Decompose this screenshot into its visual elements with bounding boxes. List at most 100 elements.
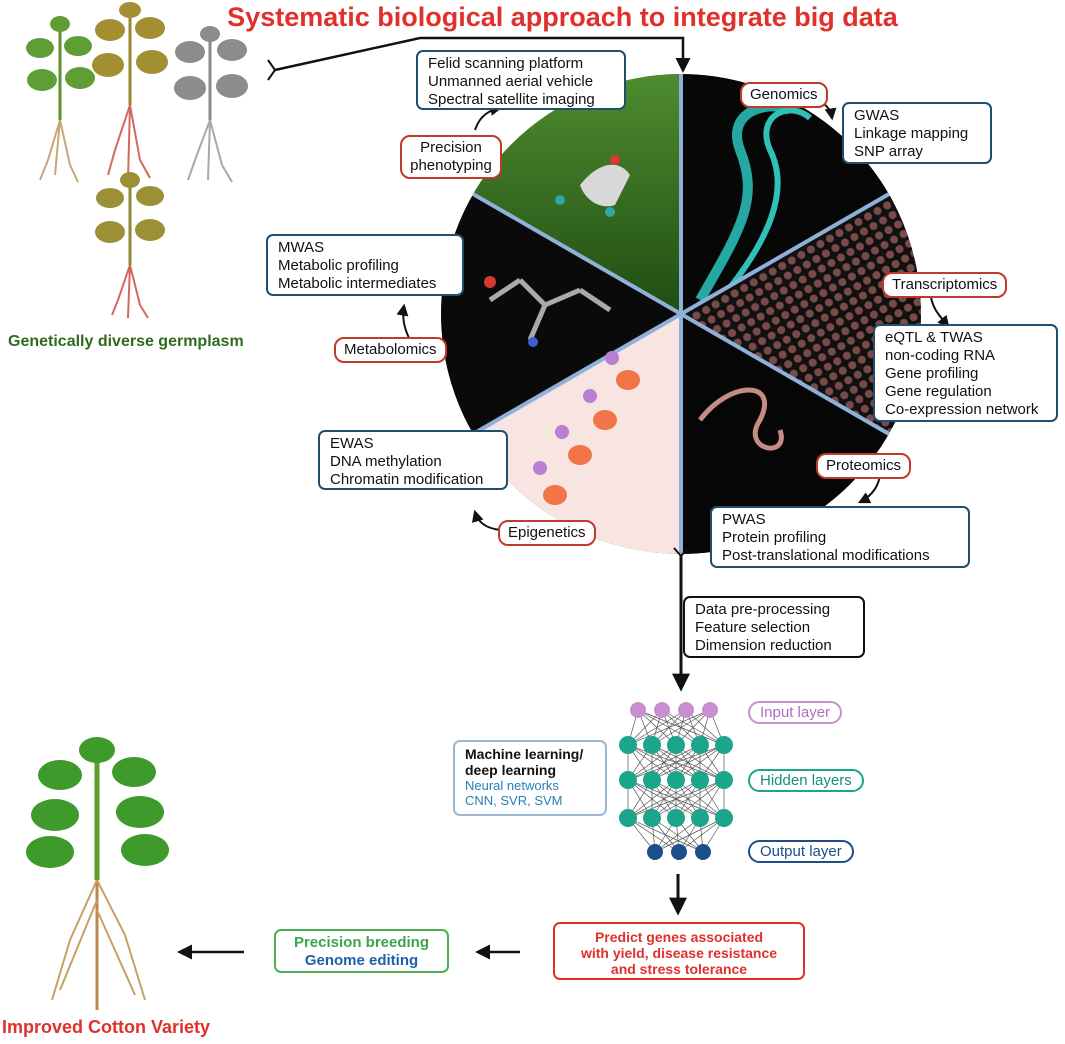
- nn-output-node: [695, 844, 711, 860]
- nucleosome-icons: [533, 351, 640, 505]
- germplasm-plants: [26, 2, 248, 319]
- phenotyping-item: Spectral satellite imaging: [428, 91, 595, 108]
- metabolomics-item: Metabolic profiling: [278, 257, 399, 274]
- ml-sub-1: Neural networks: [465, 778, 559, 793]
- predict-box: Predict genes associated with yield, dis…: [553, 922, 805, 980]
- proteomics-item: Post-translational modifications: [722, 547, 930, 564]
- nn-edge: [654, 817, 725, 853]
- proteomics-pill: Proteomics: [816, 453, 912, 479]
- genomics-box: GWAS Linkage mapping SNP array: [842, 102, 992, 164]
- germplasm-label: Genetically diverse germplasm: [8, 333, 244, 350]
- nn-hidden-node: [715, 771, 733, 789]
- transcriptomics-item: non-coding RNA: [885, 347, 996, 364]
- nn-edge: [651, 744, 725, 781]
- omics-circle: [441, 74, 921, 554]
- processing-item: Data pre-processing: [695, 601, 831, 618]
- nn-edge: [627, 709, 711, 746]
- plant-olive-icon: [92, 2, 168, 181]
- nn-hidden-node: [619, 736, 637, 754]
- nn-hidden-node: [667, 771, 685, 789]
- nn-hidden-node: [715, 809, 733, 827]
- plant-green-icon: [26, 16, 95, 183]
- nn-hidden-node: [691, 736, 709, 754]
- epigenetics-box: EWAS DNA methylation Chromatin modificat…: [318, 430, 508, 490]
- improved-variety-label: Improved Cotton Variety: [2, 1017, 211, 1037]
- nn-hidden-node: [715, 736, 733, 754]
- predict-line: and stress tolerance: [610, 961, 748, 977]
- nn-edge: [627, 779, 725, 819]
- nn-edge: [627, 744, 725, 781]
- nn-edge: [651, 709, 711, 746]
- nn-edge: [675, 779, 725, 819]
- nn-edge: [654, 817, 701, 853]
- ml-title-2: deep learning: [465, 762, 557, 778]
- cotton-plant-icon: [26, 737, 169, 1010]
- hidden-layers-label: Hidden layers: [748, 769, 864, 792]
- drone-icon: [555, 155, 630, 217]
- nn-output-node: [671, 844, 687, 860]
- epigenetics-pill: Epigenetics: [498, 520, 596, 546]
- ml-sub-2: CNN, SVR, SVM: [465, 793, 563, 808]
- nn-hidden-node: [667, 809, 685, 827]
- transcriptomics-pill: Transcriptomics: [882, 272, 1008, 298]
- nn-edge: [627, 779, 701, 819]
- genomics-item: GWAS: [854, 107, 900, 124]
- genomics-item: Linkage mapping: [854, 125, 969, 142]
- nn-output-node: [647, 844, 663, 860]
- nn-edge: [675, 744, 725, 781]
- nn-edge: [651, 779, 725, 819]
- precision-breeding-text: Precision breeding: [293, 934, 430, 951]
- nn-edge: [627, 779, 677, 819]
- metabolomics-box: MWAS Metabolic profiling Metabolic inter…: [266, 234, 464, 296]
- predict-line: Predict genes associated: [594, 929, 764, 945]
- ml-title-1: Machine learning/: [465, 746, 584, 762]
- nn-hidden-node: [643, 809, 661, 827]
- processing-box: Data pre-processing Feature selection Di…: [683, 596, 865, 658]
- genomics-item: SNP array: [854, 143, 923, 160]
- nn-edge: [678, 817, 725, 853]
- neural-network: [619, 702, 733, 860]
- nn-hidden-node: [667, 736, 685, 754]
- epigenetics-item: EWAS: [330, 435, 374, 452]
- nn-hidden-node: [619, 809, 637, 827]
- proteomics-item: Protein profiling: [722, 529, 827, 546]
- nn-input-node: [630, 702, 646, 718]
- nn-hidden-node: [619, 771, 637, 789]
- predict-line: with yield, disease resistance: [580, 945, 778, 961]
- proteomics-box: PWAS Protein profiling Post-translationa…: [710, 506, 970, 568]
- nn-hidden-node: [691, 809, 709, 827]
- breeding-box: Precision breeding Genome editing: [274, 929, 449, 973]
- epigenetics-item: Chromatin modification: [330, 471, 484, 488]
- proteomics-item: PWAS: [722, 511, 766, 528]
- output-layer-label: Output layer: [748, 840, 854, 863]
- plant-olive-small-icon: [95, 172, 165, 319]
- page-title: Systematic biological approach to integr…: [227, 2, 898, 32]
- nn-input-node: [654, 702, 670, 718]
- processing-item: Dimension reduction: [695, 637, 832, 654]
- transcriptomics-item: Gene profiling: [885, 365, 979, 382]
- metabolomics-item: Metabolic intermediates: [278, 275, 437, 292]
- genomics-pill: Genomics: [740, 82, 828, 108]
- processing-item: Feature selection: [695, 619, 811, 636]
- nn-edge: [627, 709, 687, 746]
- phenotyping-box: Felid scanning platform Unmanned aerial …: [416, 50, 626, 110]
- nn-edge: [627, 744, 701, 781]
- transcriptomics-item: Co-expression network: [885, 401, 1039, 418]
- nn-edge: [627, 744, 677, 781]
- nn-hidden-node: [643, 736, 661, 754]
- metabolomics-pill: Metabolomics: [334, 337, 447, 363]
- phenotyping-pill: Precision phenotyping: [400, 135, 502, 179]
- phenotyping-item: Felid scanning platform: [428, 55, 584, 72]
- genome-editing-text: Genome editing: [304, 952, 419, 969]
- plant-grey-icon: [174, 26, 248, 183]
- nn-input-node: [702, 702, 718, 718]
- metabolomics-item: MWAS: [278, 239, 325, 256]
- nn-input-node: [678, 702, 694, 718]
- phenotyping-item: Unmanned aerial vehicle: [428, 73, 594, 90]
- nn-hidden-node: [643, 771, 661, 789]
- transcriptomics-item: eQTL & TWAS: [885, 329, 983, 346]
- transcriptomics-item: Gene regulation: [885, 383, 992, 400]
- nn-hidden-node: [691, 771, 709, 789]
- transcriptomics-box: eQTL & TWAS non-coding RNA Gene profilin…: [873, 324, 1058, 422]
